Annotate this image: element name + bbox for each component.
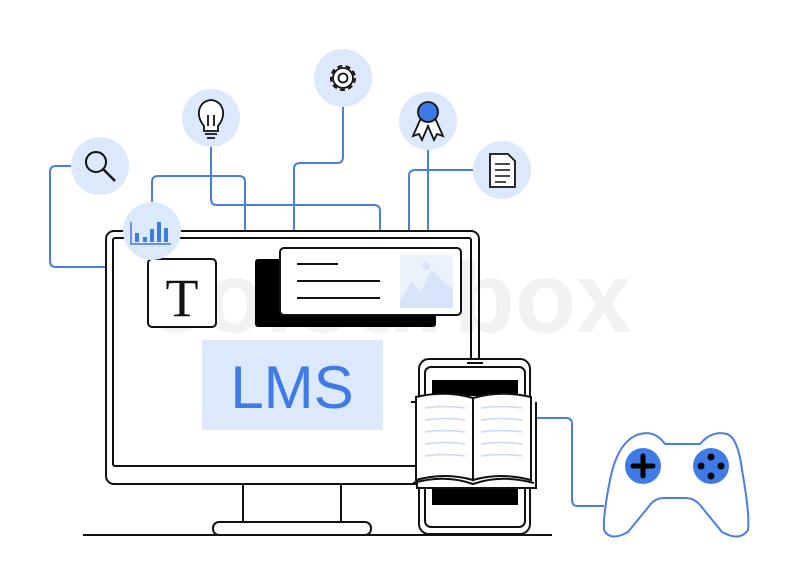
document-icon xyxy=(473,141,531,199)
text-icon-letter: T xyxy=(166,268,199,328)
content-card xyxy=(255,247,462,327)
lms-title: LMS xyxy=(230,354,353,421)
award-icon xyxy=(399,92,457,150)
lightbulb-icon xyxy=(182,89,240,147)
book-icon xyxy=(411,392,537,489)
chart-icon xyxy=(123,202,181,260)
search-icon xyxy=(71,137,129,195)
text-tool-icon: T xyxy=(147,258,217,328)
lms-banner xyxy=(202,340,383,430)
gamepad-icon xyxy=(602,432,750,538)
gear-icon xyxy=(314,49,372,107)
image-icon xyxy=(400,255,453,308)
connector-lines xyxy=(49,106,604,507)
